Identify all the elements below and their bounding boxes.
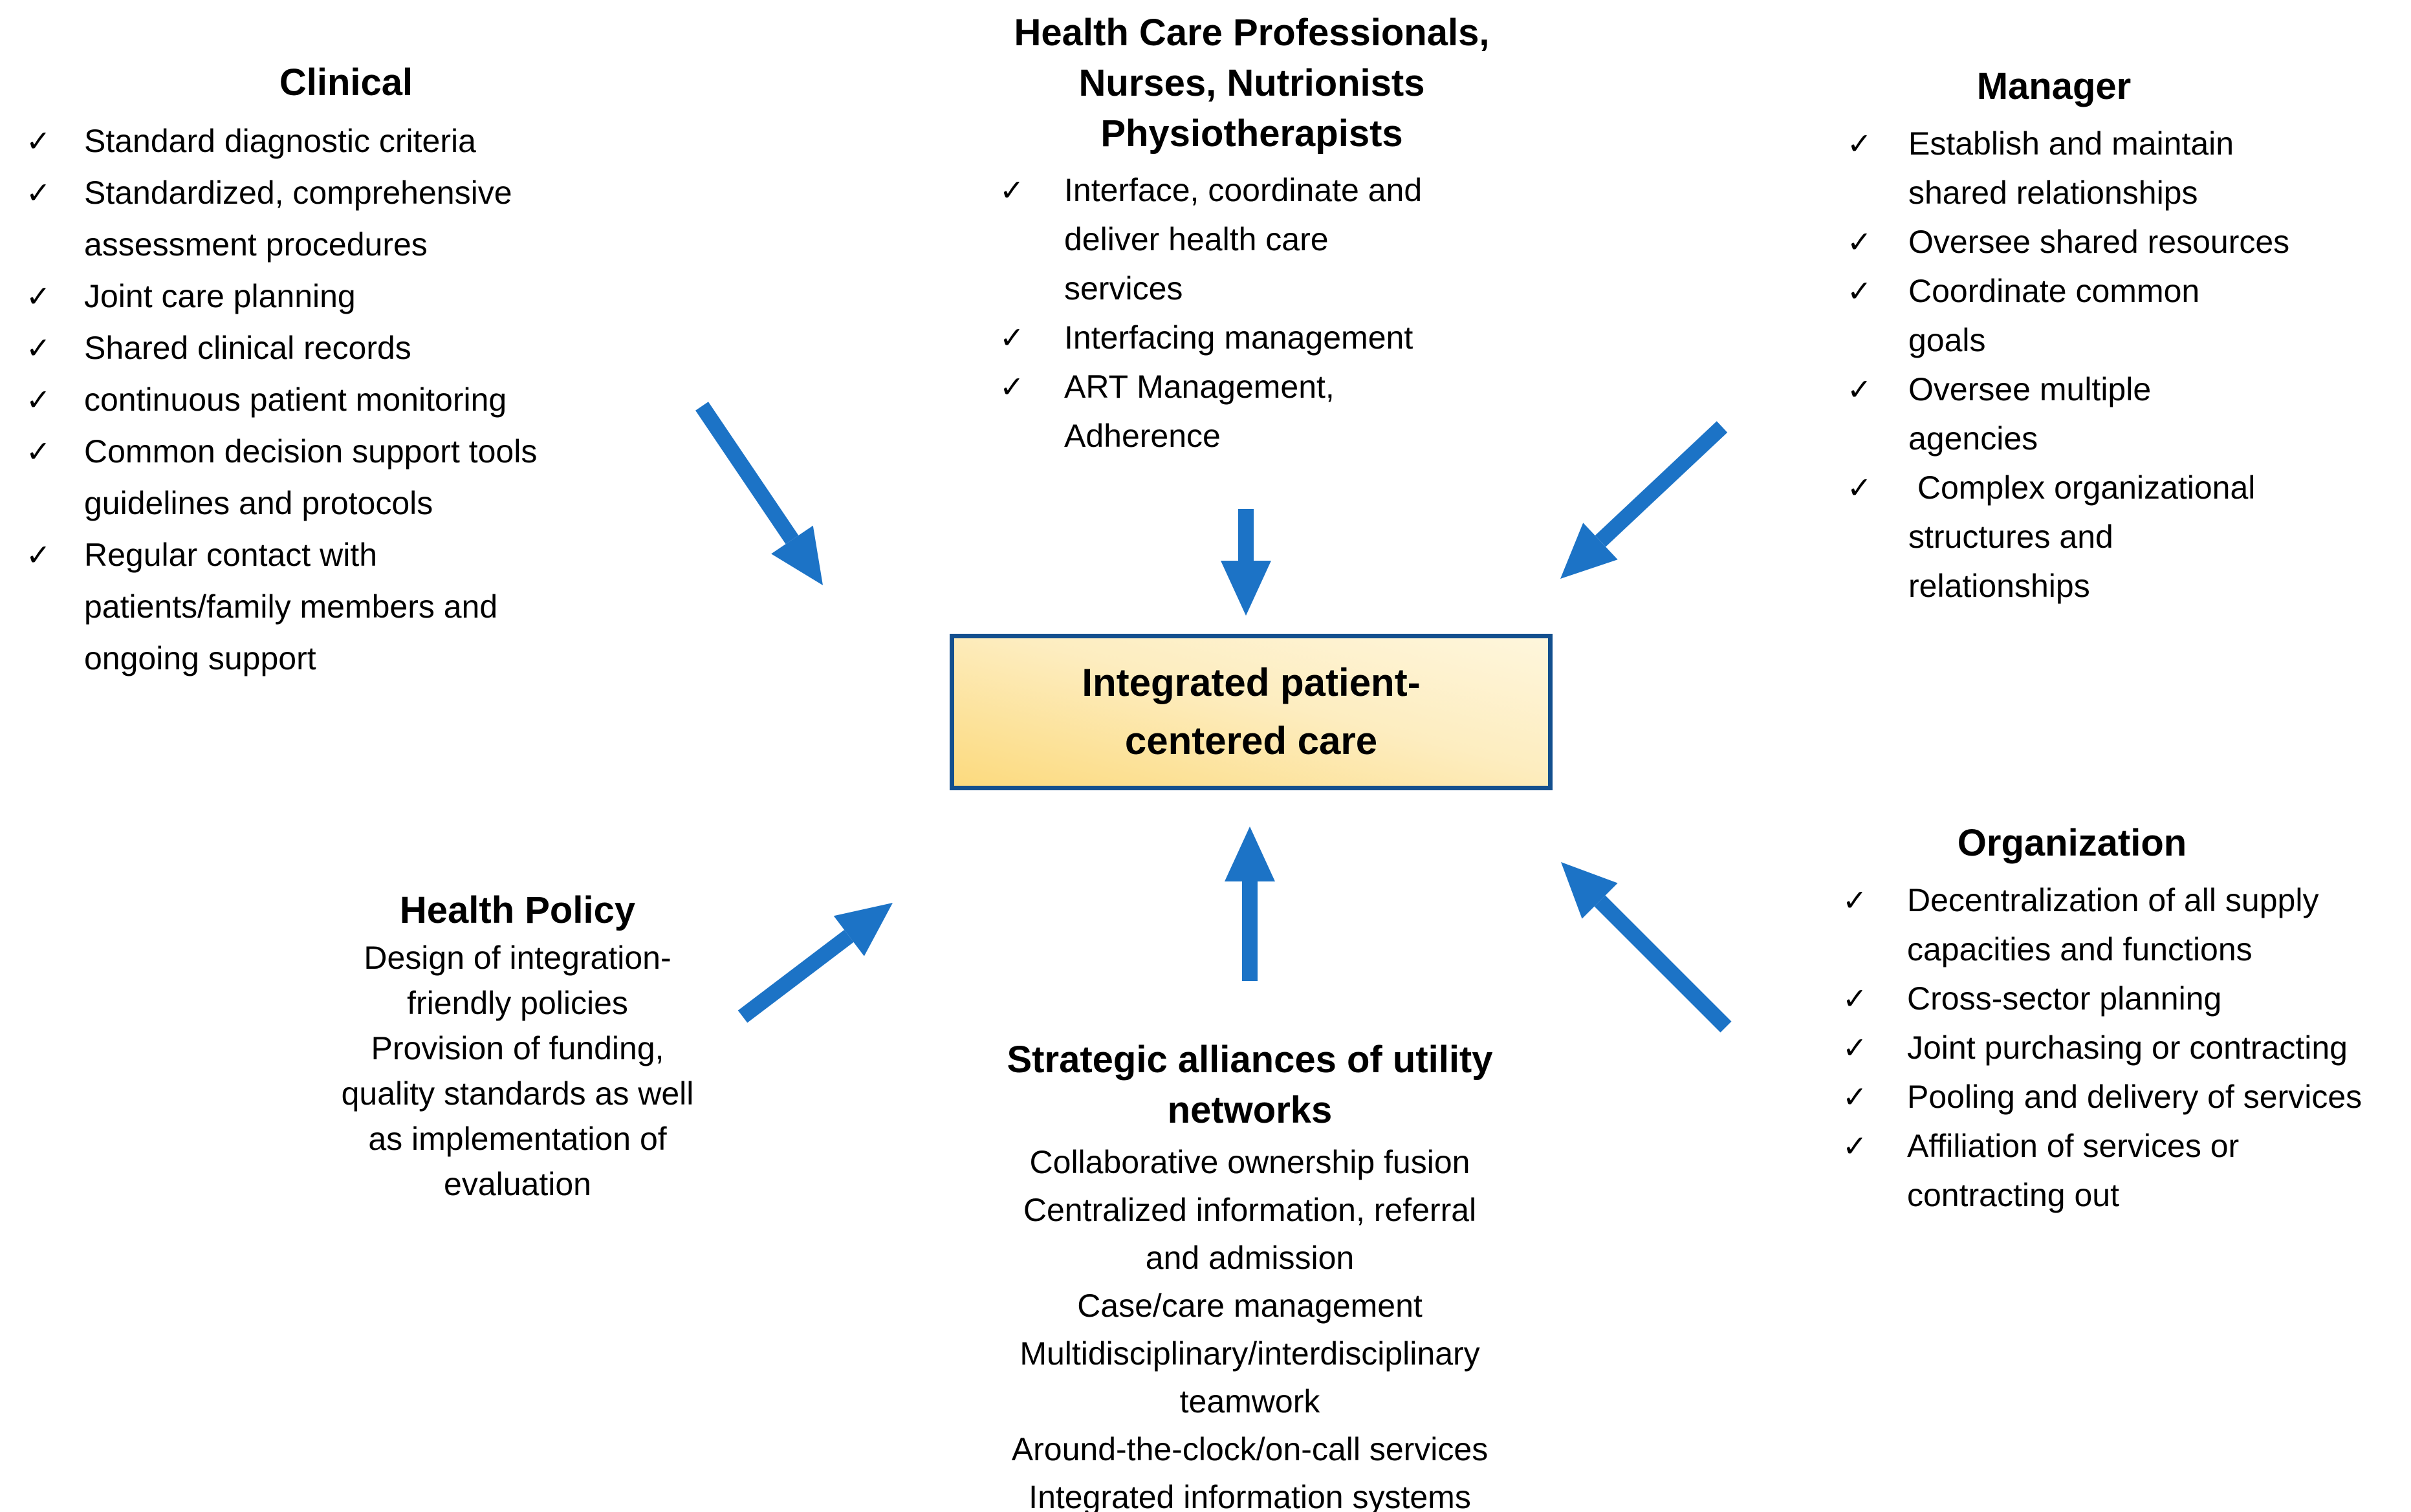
checkmark-icon: ✓ bbox=[999, 370, 1025, 404]
checkmark-icon: ✓ bbox=[1847, 373, 1872, 406]
list-item: ✓ Coordinate common goals bbox=[1847, 266, 2345, 365]
professionals-list: ✓ Interface, coordinate and deliver healt… bbox=[999, 166, 1504, 460]
checkmark-icon: ✓ bbox=[1842, 1080, 1868, 1114]
clinical-title: Clinical bbox=[279, 61, 413, 103]
organization-title: Organization bbox=[1957, 822, 2187, 864]
list-item: ✓ continuous patient monitoring bbox=[26, 374, 615, 426]
list-item-text: Shared clinical records bbox=[84, 330, 411, 366]
section-health-policy: Health Policy Design of integration- fri… bbox=[272, 886, 763, 1207]
list-item: ✓ Common decision support tools guideline… bbox=[26, 426, 615, 529]
manager-list: ✓ Establish and maintain shared relations… bbox=[1847, 119, 2345, 610]
strategic-text: Collaborative ownership fusion Centraliz… bbox=[1011, 1144, 1489, 1512]
checkmark-icon: ✓ bbox=[26, 124, 51, 158]
arrow-healthpolicy-to-center bbox=[737, 903, 893, 1023]
list-item-text: Complex organizational structures and re… bbox=[1908, 470, 2256, 604]
list-item: ✓ Regular contact with patients/family me… bbox=[26, 529, 615, 684]
checkmark-icon: ✓ bbox=[1842, 982, 1868, 1015]
checkmark-icon: ✓ bbox=[1842, 1129, 1868, 1163]
list-item-text: Common decision support tools guidelines… bbox=[84, 433, 538, 521]
center-box: Integrated patient- centered care bbox=[950, 634, 1553, 790]
list-item: ✓ Standard diagnostic criteria bbox=[26, 115, 615, 167]
checkmark-icon: ✓ bbox=[26, 538, 51, 572]
list-item: ✓ ART Management, Adherence bbox=[999, 362, 1504, 460]
arrow-organization-to-center bbox=[1561, 862, 1732, 1033]
list-item: ✓ Oversee shared resources bbox=[1847, 217, 2345, 266]
checkmark-icon: ✓ bbox=[1847, 127, 1872, 160]
checkmark-icon: ✓ bbox=[1847, 471, 1872, 504]
list-item: ✓ Complex organizational structures and … bbox=[1847, 463, 2345, 610]
list-item: ✓ Pooling and delivery of services bbox=[1842, 1072, 2411, 1121]
section-clinical: Clinical ✓ Standard diagnostic criteria ✓ S… bbox=[26, 57, 615, 684]
checkmark-icon: ✓ bbox=[999, 173, 1025, 207]
list-item-text: Coordinate common goals bbox=[1908, 273, 2200, 358]
health-policy-title: Health Policy bbox=[399, 889, 636, 931]
list-item-text: Establish and maintain shared relationsh… bbox=[1908, 125, 2234, 211]
professionals-title: Health Care Professionals, Nurses, Nutri… bbox=[1014, 12, 1490, 155]
list-item-text: Oversee shared resources bbox=[1908, 224, 2290, 260]
list-item-text: Pooling and delivery of services bbox=[1907, 1079, 2362, 1115]
list-item-text: Regular contact with patients/family mem… bbox=[84, 537, 498, 676]
checkmark-icon: ✓ bbox=[26, 435, 51, 468]
section-organization: Organization ✓ Decentralization of all su… bbox=[1842, 817, 2411, 1220]
list-item: ✓ Joint purchasing or contracting bbox=[1842, 1023, 2411, 1072]
arrow-professionals-to-center bbox=[1221, 509, 1271, 616]
list-item: ✓ Standardized, comprehensive assessment … bbox=[26, 167, 615, 270]
list-item: ✓ Decentralization of all supply capaciti… bbox=[1842, 876, 2411, 974]
list-item-text: Interfacing management bbox=[1064, 319, 1413, 356]
checkmark-icon: ✓ bbox=[26, 383, 51, 416]
list-item: ✓ Interface, coordinate and deliver healt… bbox=[999, 166, 1504, 313]
list-item: ✓ Shared clinical records bbox=[26, 322, 615, 374]
list-item-text: Standardized, comprehensive assessment p… bbox=[84, 175, 512, 263]
list-item-text: Joint purchasing or contracting bbox=[1907, 1030, 2348, 1066]
list-item: ✓ Joint care planning bbox=[26, 270, 615, 322]
arrow-strategic-to-center bbox=[1225, 826, 1275, 981]
organization-list: ✓ Decentralization of all supply capaciti… bbox=[1842, 876, 2411, 1220]
list-item-text: ART Management, Adherence bbox=[1064, 369, 1335, 454]
strategic-title: Strategic alliances of utility networks bbox=[1007, 1039, 1493, 1131]
list-item: ✓ Cross-sector planning bbox=[1842, 974, 2411, 1023]
list-item: ✓ Establish and maintain shared relations… bbox=[1847, 119, 2345, 217]
checkmark-icon: ✓ bbox=[26, 279, 51, 313]
checkmark-icon: ✓ bbox=[1847, 274, 1872, 308]
list-item-text: Interface, coordinate and deliver health… bbox=[1064, 172, 1423, 307]
list-item-text: Oversee multiple agencies bbox=[1908, 371, 2152, 457]
section-manager: Manager ✓ Establish and maintain shared r… bbox=[1847, 61, 2345, 610]
center-box-label: Integrated patient- centered care bbox=[1082, 661, 1421, 762]
checkmark-icon: ✓ bbox=[26, 331, 51, 365]
arrow-clinical-to-center bbox=[695, 402, 823, 585]
checkmark-icon: ✓ bbox=[1842, 883, 1868, 917]
checkmark-icon: ✓ bbox=[1847, 225, 1872, 259]
list-item: ✓ Oversee multiple agencies bbox=[1847, 365, 2345, 463]
manager-title: Manager bbox=[1976, 65, 2132, 107]
list-item-text: Affiliation of services or contracting o… bbox=[1907, 1128, 2240, 1213]
section-strategic-alliances: Strategic alliances of utility networks … bbox=[964, 1035, 1536, 1512]
list-item-text: Decentralization of all supply capacitie… bbox=[1907, 882, 2319, 967]
list-item-text: Standard diagnostic criteria bbox=[84, 123, 476, 159]
arrow-manager-to-center bbox=[1560, 421, 1728, 579]
checkmark-icon: ✓ bbox=[26, 176, 51, 210]
list-item-text: Cross-sector planning bbox=[1907, 980, 2222, 1017]
list-item: ✓ Interfacing management bbox=[999, 313, 1504, 362]
health-policy-text: Design of integration- friendly policies… bbox=[341, 940, 694, 1202]
checkmark-icon: ✓ bbox=[1842, 1031, 1868, 1064]
list-item: ✓ Affiliation of services or contracting … bbox=[1842, 1121, 2411, 1220]
section-professionals: Health Care Professionals, Nurses, Nutri… bbox=[999, 8, 1504, 460]
clinical-list: ✓ Standard diagnostic criteria ✓ Standardiz… bbox=[26, 115, 615, 684]
list-item-text: Joint care planning bbox=[84, 278, 356, 314]
checkmark-icon: ✓ bbox=[999, 321, 1025, 354]
list-item-text: continuous patient monitoring bbox=[84, 382, 507, 418]
